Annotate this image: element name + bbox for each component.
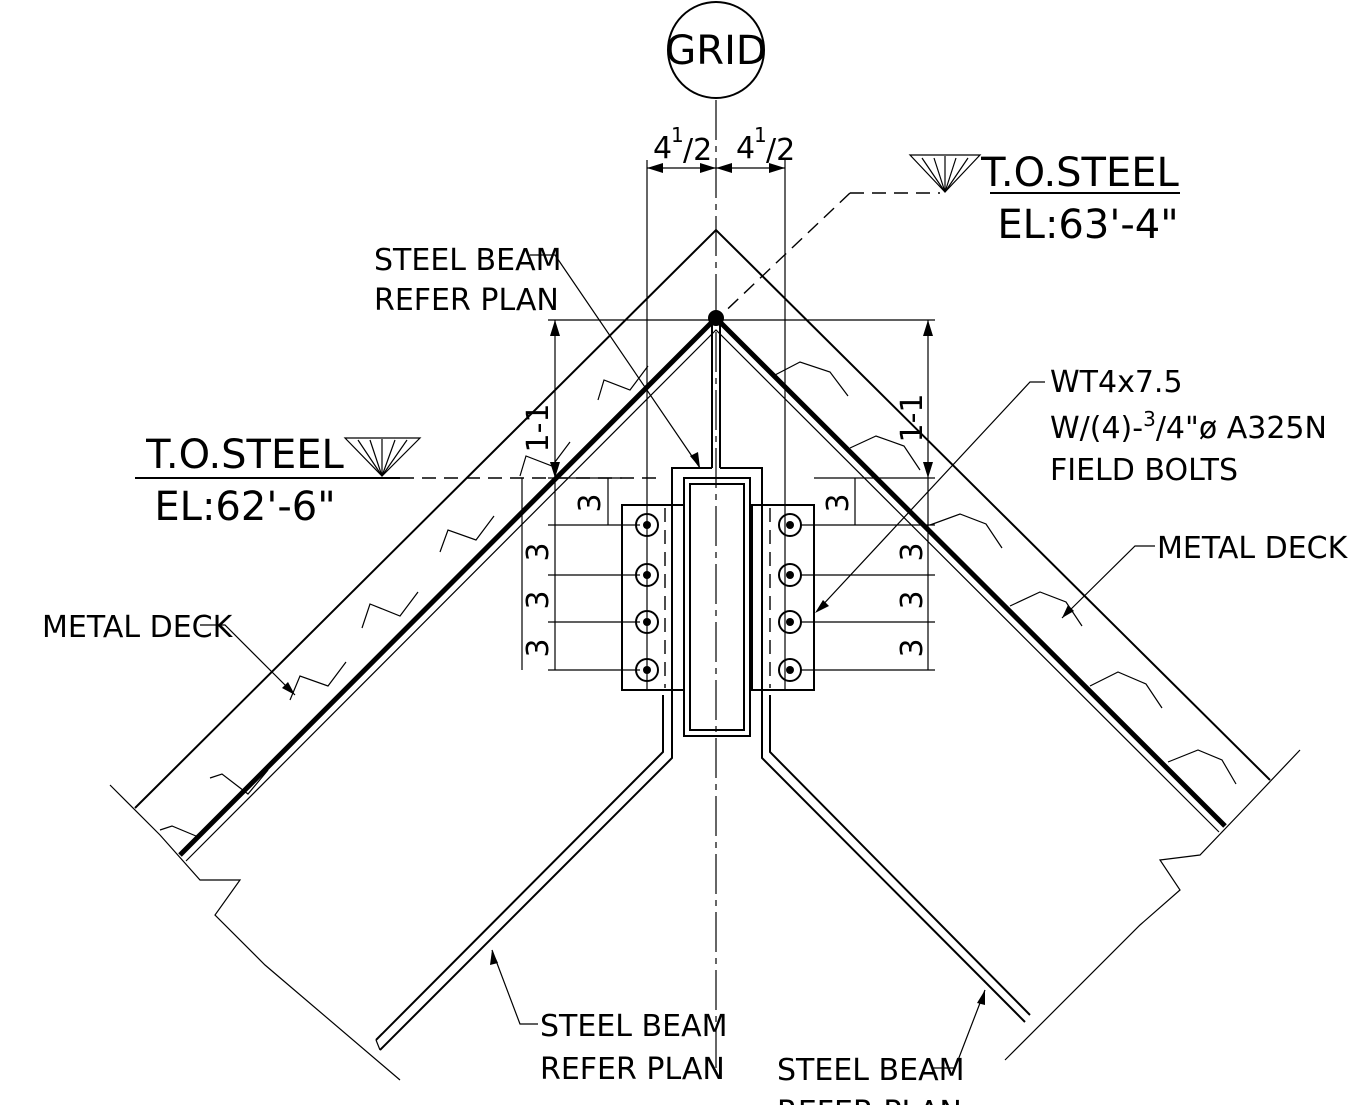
bolt-dim-left-4: 3 [521,638,556,657]
steel-beam-top-line2: REFER PLAN [374,283,559,318]
dimension-left: 1-1 3 3 3 3 [521,319,712,671]
steel-beam-bottom-left-line2: REFER PLAN [540,1052,725,1087]
dimension-right: 1-1 3 3 3 3 [720,319,935,671]
elevation-marker-right: T.O.STEEL EL:63'-4" [715,150,1180,321]
elevation-right-value: EL:63'-4" [997,202,1178,248]
bolt-dim-left-2: 3 [521,542,556,561]
wt-note-line1: WT4x7.5 [1050,365,1183,400]
bolt-dim-right-2: 3 [895,542,930,561]
roof-deck-outline [134,228,1271,862]
svg-text:W/(4)-3/4"ø A325N: W/(4)-3/4"ø A325N [1050,407,1327,446]
label-steel-beam-top: STEEL BEAM REFER PLAN [374,243,701,469]
shear-plate-left [621,504,685,691]
metal-deck-flutes-left [159,365,649,837]
elevation-marker-left: T.O.STEEL EL:62'-6" [135,432,660,530]
metal-deck-left: METAL DECK [42,610,234,645]
metal-deck-flutes-right [774,361,1237,785]
steel-beam-bottom-right [761,695,1031,1023]
bolt-dim-left-1: 3 [573,493,608,512]
label-steel-beam-bottom-left: STEEL BEAM REFER PLAN [490,949,727,1087]
bolt-dim-left-3: 3 [521,590,556,609]
wt-note-line2a: W/(4)- [1050,411,1143,446]
label-steel-beam-bottom-right: STEEL BEAM REFER PLAN [777,989,986,1105]
section-left-label: 1-1 [521,404,556,453]
steel-beam-bottom-left-line1: STEEL BEAM [540,1009,727,1044]
grid-label: GRID [665,28,766,74]
wt-note-line3: FIELD BOLTS [1050,453,1238,488]
shear-plate-right [751,504,815,691]
grid-bubble: GRID [665,1,767,99]
steel-beam-top-line1: STEEL BEAM [374,243,561,278]
bolt-dim-right-4: 3 [895,638,930,657]
dim-left-frac-num: 1 [671,123,684,147]
elevation-left-title: T.O.STEEL [145,432,344,478]
break-line-left [109,784,401,1081]
dim-right-whole: 4 [736,131,755,166]
ridge-node [708,310,724,326]
dim-left-whole: 4 [653,131,672,166]
steel-beam-bottom-right-line1: STEEL BEAM [777,1053,964,1088]
wt-note-line2b: /4"ø A325N [1156,411,1327,446]
label-metal-deck-right: METAL DECK [1061,531,1348,619]
wt-note-line2-sup: 3 [1143,407,1156,431]
steel-beam-bottom-right-line2: REFER PLAN [777,1095,962,1105]
steel-beam-bottom-left [375,695,673,1051]
dim-left-frac: /2 [683,133,712,168]
ridge-connection [621,310,815,737]
label-wt-note: WT4x7.5 W/(4)-3/4"ø A325N FIELD BOLTS [815,365,1327,613]
elevation-right-title: T.O.STEEL [980,150,1179,196]
top-dimension: 4 1 /2 4 1 /2 [646,123,795,690]
bolt-dim-right-3: 3 [895,590,930,609]
elevation-left-value: EL:62'-6" [154,484,335,530]
section-right-label: 1-1 [895,394,930,443]
label-metal-deck-left: METAL DECK [42,610,296,696]
dim-right-frac: /2 [766,133,795,168]
break-line-right [1004,749,1301,1061]
metal-deck-right: METAL DECK [1157,531,1348,566]
bolts-right [778,513,802,682]
bolt-dim-right-1: 3 [821,493,856,512]
hss-tube [683,477,751,737]
dim-right-frac-num: 1 [754,123,767,147]
